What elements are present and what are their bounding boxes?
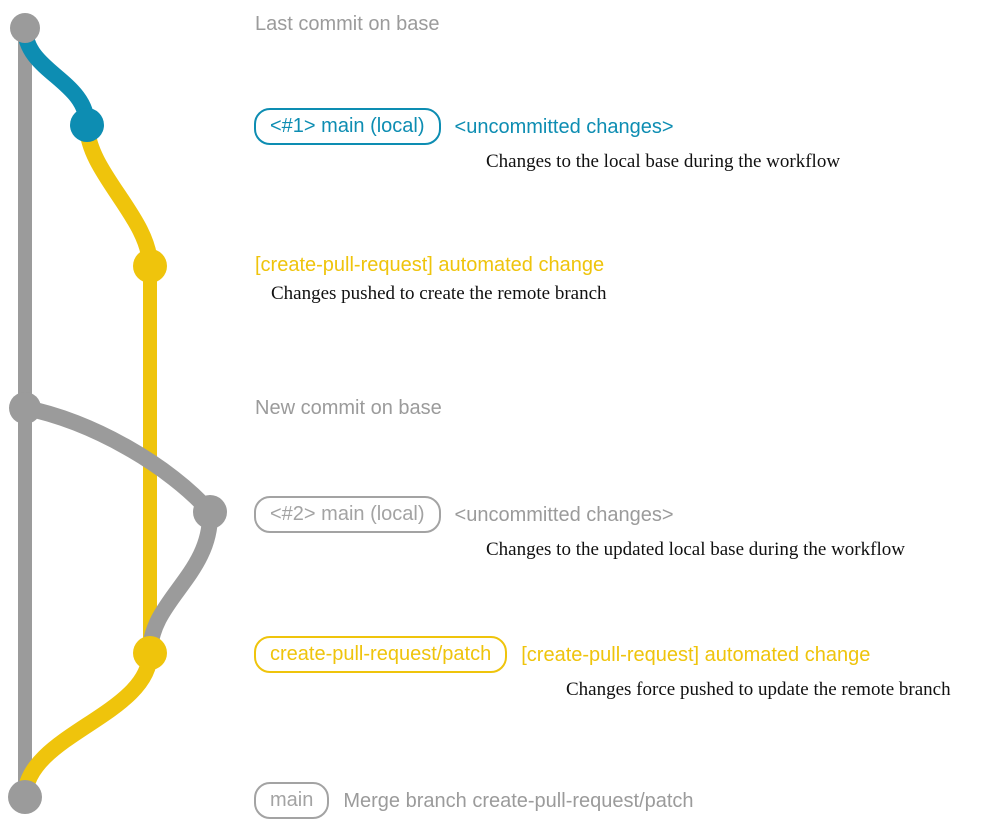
edge-local-2-to-patch-2 [142,504,219,661]
commit-note-local-1: Changes to the local base during the wor… [486,151,841,172]
edge-local-1-to-patch-1 [79,117,158,274]
commit-row-patch-1: [create-pull-request] automated change C… [255,253,607,305]
edge-base-to-local-2 [17,400,218,520]
commit-row-patch-2: create-pull-request/patch [create-pull-r… [254,636,951,701]
commit-subject-new-commit-on-base: New commit on base [255,397,442,419]
commit-note-patch-2: Changes force pushed to update the remot… [566,679,951,700]
commit-subject-patch-1: [create-pull-request] automated change [255,254,605,276]
ref-badge-main-local-1[interactable]: <#1> main (local) [254,108,441,145]
ref-badge-create-pull-request-patch[interactable]: create-pull-request/patch [254,636,508,673]
commit-note-patch-1: Changes pushed to create the remote bran… [271,283,607,304]
edge-base-to-local-1 [17,20,95,133]
commit-node-patch-1[interactable] [133,249,167,283]
commit-row-merge-main: main Merge branch create-pull-request/pa… [254,782,694,819]
commit-subject-patch-2: [create-pull-request] automated change [521,643,871,666]
commit-subject-last-commit-on-base: Last commit on base [255,13,440,35]
commit-row-new-commit-on-base: New commit on base [255,396,442,420]
commit-row-local-2: <#2> main (local) <uncommitted changes> … [254,496,905,561]
commit-subject-local-1: <uncommitted changes> [454,115,674,138]
ref-badge-main[interactable]: main [254,782,330,819]
commit-node-local-2[interactable] [193,495,227,529]
commit-node-merge-main[interactable] [8,780,42,814]
commit-node-new-commit-on-base[interactable] [9,392,41,424]
commit-note-local-2: Changes to the updated local base during… [486,539,905,560]
commit-node-patch-2[interactable] [133,636,167,670]
commit-row-local-1: <#1> main (local) <uncommitted changes> … [254,108,840,173]
edge-patch-2-to-merge [17,645,158,805]
commit-node-local-1[interactable] [70,108,104,142]
commit-subject-merge-main: Merge branch create-pull-request/patch [343,789,694,812]
commit-row-last-commit-on-base: Last commit on base [255,12,440,36]
commit-node-last-commit-on-base[interactable] [10,13,40,43]
ref-badge-main-local-2[interactable]: <#2> main (local) [254,496,441,533]
commit-subject-local-2: <uncommitted changes> [454,503,674,526]
